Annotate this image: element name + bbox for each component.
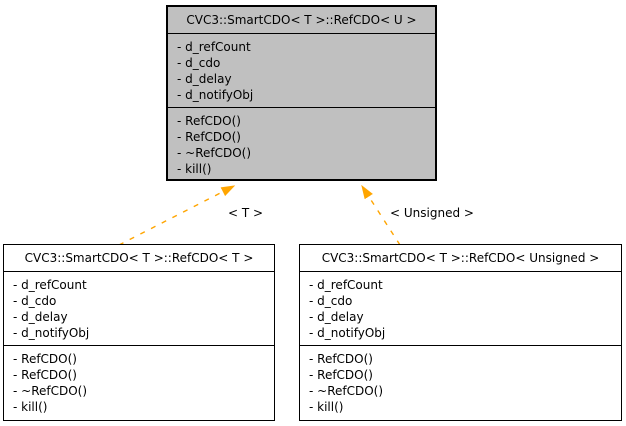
attribute-row: - d_notifyObj [309,326,386,340]
class-node-refcdo-u[interactable]: CVC3::SmartCDO< T >::RefCDO< U > - d_ref… [166,5,437,181]
methods-compartment: - RefCDO() - RefCDO() - ~RefCDO() - kill… [168,108,435,179]
attributes-compartment: - d_refCount - d_cdo - d_delay - d_notif… [168,34,435,108]
class-node-refcdo-unsigned[interactable]: CVC3::SmartCDO< T >::RefCDO< Unsigned > … [299,244,622,421]
method-row: - ~RefCDO() [177,146,252,160]
attribute-row: - d_refCount [177,40,251,54]
template-arrow-t [118,185,236,246]
attribute-row: - d_delay [309,310,364,324]
method-row: - kill() [309,400,344,414]
method-row: - RefCDO() [13,368,77,382]
attributes-compartment: - d_refCount - d_cdo - d_delay - d_notif… [4,272,274,346]
method-row: - RefCDO() [13,352,77,366]
class-title: CVC3::SmartCDO< T >::RefCDO< Unsigned > [300,245,621,272]
attribute-row: - d_cdo [177,56,221,70]
attribute-row: - d_refCount [309,278,383,292]
edge-label-t: < T > [228,206,264,220]
edge-label-unsigned: < Unsigned > [390,206,474,220]
attribute-row: - d_notifyObj [13,326,90,340]
method-row: - RefCDO() [177,130,241,144]
attributes-compartment: - d_refCount - d_cdo - d_delay - d_notif… [300,272,621,346]
attribute-row: - d_delay [13,310,68,324]
class-node-refcdo-t[interactable]: CVC3::SmartCDO< T >::RefCDO< T > - d_ref… [3,244,275,421]
attribute-row: - d_cdo [309,294,353,308]
method-row: - RefCDO() [177,114,241,128]
method-row: - RefCDO() [309,352,373,366]
method-row: - RefCDO() [309,368,373,382]
method-row: - kill() [13,400,48,414]
methods-compartment: - RefCDO() - RefCDO() - ~RefCDO() - kill… [4,346,274,420]
attribute-row: - d_refCount [13,278,87,292]
attribute-row: - d_cdo [13,294,57,308]
methods-compartment: - RefCDO() - RefCDO() - ~RefCDO() - kill… [300,346,621,420]
class-title: CVC3::SmartCDO< T >::RefCDO< T > [4,245,274,272]
attribute-row: - d_notifyObj [177,88,254,102]
class-title: CVC3::SmartCDO< T >::RefCDO< U > [168,7,435,34]
attribute-row: - d_delay [177,72,232,86]
method-row: - kill() [177,162,212,176]
method-row: - ~RefCDO() [13,384,88,398]
method-row: - ~RefCDO() [309,384,384,398]
